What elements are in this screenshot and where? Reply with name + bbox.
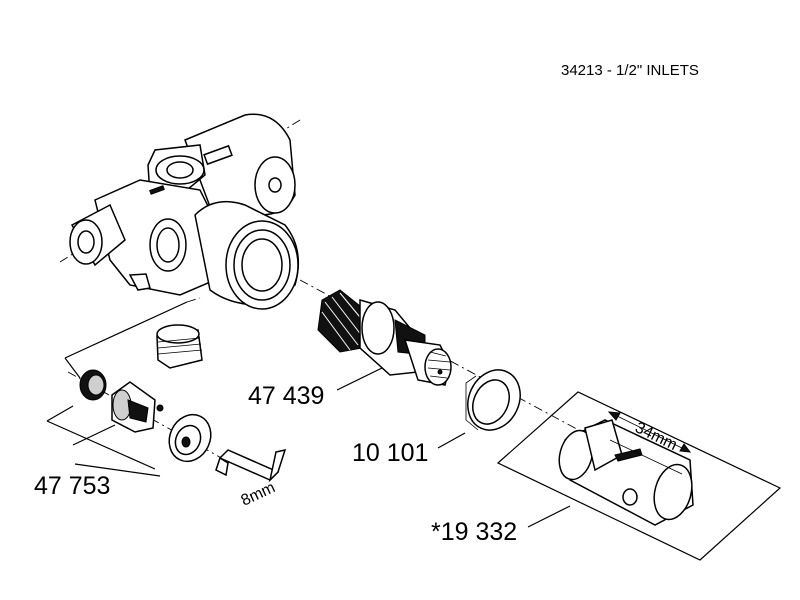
- ring-part: [465, 369, 521, 431]
- check-valve-components: [79, 369, 212, 463]
- leader-line-cartridge: [336, 367, 383, 391]
- part-number-ring: 10 101: [352, 439, 428, 467]
- hex-key: 8mm: [215, 448, 287, 510]
- leader-line-ring: [437, 432, 466, 449]
- part-number-check-valve: 47 753: [34, 472, 110, 500]
- part-number-extension: *19 332: [431, 518, 517, 546]
- plug-part: [156, 324, 203, 369]
- valve-body: [59, 113, 301, 310]
- extension-part: 34mm: [496, 391, 782, 561]
- hex-key-dimension: 8mm: [239, 479, 278, 509]
- cartridge-part: [317, 289, 452, 386]
- leader-line-extension: [527, 505, 571, 528]
- diagram-title: 34213 - 1/2" INLETS: [561, 62, 699, 79]
- part-number-cartridge: 47 439: [248, 382, 324, 410]
